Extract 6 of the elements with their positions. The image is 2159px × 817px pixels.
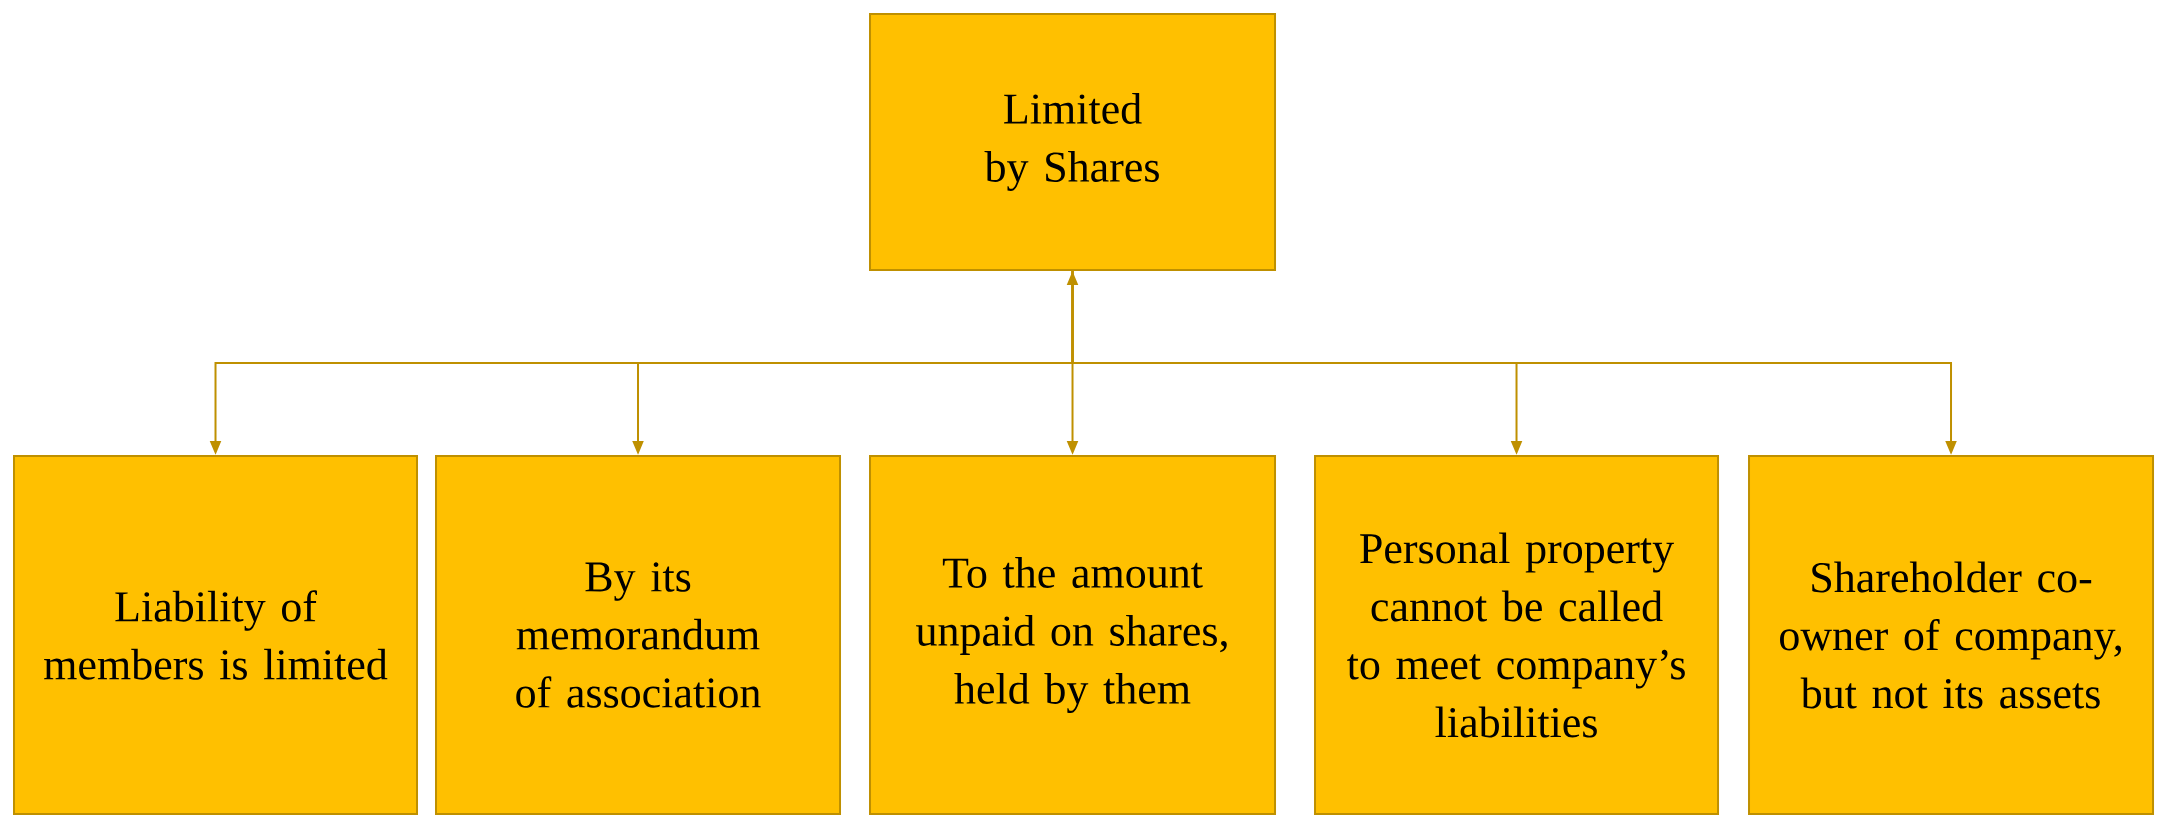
box: By its memorandum of association — [435, 455, 841, 815]
box: Shareholder co-owner of company, but not its assets — [1748, 455, 2155, 815]
box: Personal property cannot be called to meet company’s liabilities — [1314, 455, 1719, 815]
box: To the amount unpaid on shares, held by them — [869, 455, 1276, 815]
box: Limited by Shares — [869, 13, 1276, 271]
box: Liability of members is limited — [13, 455, 418, 815]
